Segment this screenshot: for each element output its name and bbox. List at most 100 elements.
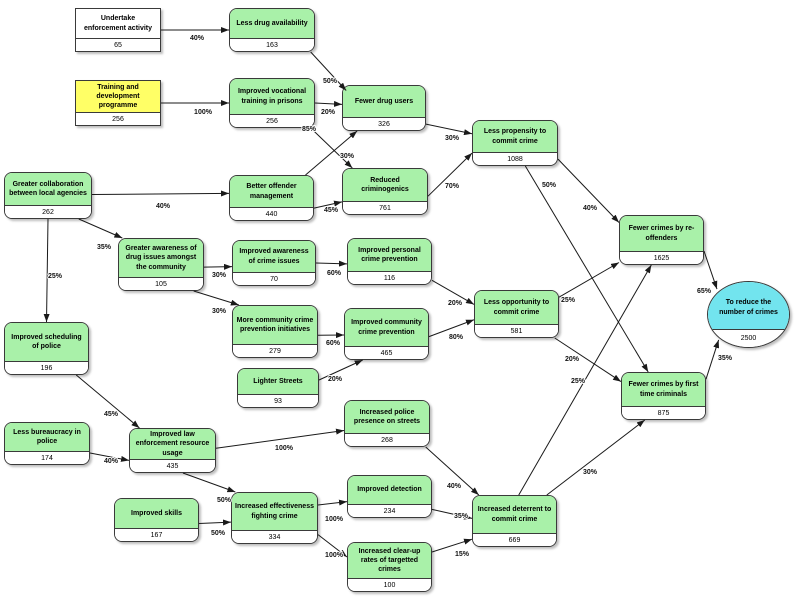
node-title: Improved skills — [115, 499, 198, 529]
node-title: Improved awareness of crime issues — [233, 241, 315, 273]
node-value: 256 — [230, 115, 314, 127]
node-title: Less drug availability — [230, 9, 314, 39]
node-value: 279 — [233, 345, 317, 357]
edge-personal-crime-prevention--less-opportunity — [431, 279, 475, 305]
node-value: 669 — [473, 534, 556, 546]
node-greater-collaboration[interactable]: Greater collaboration between local agen… — [4, 172, 92, 219]
edge-label: 50% — [217, 497, 232, 504]
node-title: Fewer drug users — [343, 86, 425, 118]
edge-label: 40% — [447, 483, 462, 490]
node-title: To reduce the number of crimes — [708, 282, 789, 330]
edge-greater-collaboration--improved-scheduling — [43, 218, 50, 323]
node-value: 116 — [348, 272, 431, 284]
node-value: 163 — [230, 39, 314, 51]
node-title: Improved scheduling of police — [5, 323, 88, 362]
node-clear-up-rates[interactable]: Increased clear-up rates of targetted cr… — [347, 542, 432, 592]
node-value: 435 — [130, 460, 215, 472]
edge-label: 30% — [583, 469, 598, 476]
edge-fewer-drug-users--less-propensity — [425, 123, 473, 136]
node-value: 167 — [115, 529, 198, 541]
edge-label: 20% — [565, 356, 580, 363]
edge-label: 100% — [194, 109, 213, 116]
edge-label: 65% — [697, 288, 712, 295]
edge-label: 50% — [542, 182, 557, 189]
edge-less-propensity--fewer-crimes-reoffenders — [557, 158, 620, 223]
node-title: Increased effectiveness fighting crime — [232, 493, 317, 531]
edge-label: 25% — [48, 273, 63, 280]
edge-law-enforcement-resource--police-presence — [215, 428, 345, 449]
node-community-initiatives[interactable]: More community crime prevention initiati… — [232, 305, 318, 358]
node-value: 581 — [475, 325, 558, 337]
node-value: 334 — [232, 531, 317, 543]
node-title: Fewer crimes by first time criminals — [622, 373, 705, 407]
edge-law-enforcement-resource--effectiveness-fighting-crime — [182, 472, 236, 493]
node-value: 93 — [238, 395, 318, 407]
node-awareness-drug-issues[interactable]: Greater awareness of drug issues amongst… — [118, 238, 204, 291]
node-title: Less bureaucracy in police — [5, 423, 89, 452]
node-value: 1088 — [473, 153, 557, 165]
edge-awareness-crime-issues--personal-crime-prevention — [315, 260, 348, 267]
edge-label: 20% — [328, 376, 343, 383]
edge-lighter-streets--community-crime-prevention — [318, 359, 363, 381]
edge-label: 35% — [97, 244, 112, 251]
edge-fewer-crimes-reoffenders--reduce-number-crimes — [703, 250, 718, 290]
edge-label: 15% — [455, 551, 470, 558]
edge-label: 25% — [561, 297, 576, 304]
node-title: Undertake enforcement activity — [76, 9, 160, 39]
edge-label: 40% — [583, 205, 598, 212]
edge-greater-collaboration--awareness-drug-issues — [78, 218, 123, 239]
edge-label: 80% — [449, 334, 464, 341]
edge-label: 35% — [718, 355, 733, 362]
edge-label: 100% — [275, 445, 294, 452]
edge-label: 50% — [323, 78, 338, 85]
edge-less-propensity--fewer-crimes-first-time — [524, 165, 649, 373]
edge-improved-skills--effectiveness-fighting-crime — [198, 519, 232, 526]
node-title: More community crime prevention initiati… — [233, 306, 317, 345]
node-value: 2500 — [708, 330, 789, 347]
node-value: 326 — [343, 118, 425, 130]
node-value: 174 — [5, 452, 89, 464]
edge-effectiveness-fighting-crime--improved-detection — [317, 499, 348, 506]
edge-reduced-criminogenics--less-propensity — [427, 152, 473, 197]
edge-label: 35% — [454, 513, 469, 520]
node-title: Increased clear-up rates of targetted cr… — [348, 543, 431, 579]
node-value: 234 — [348, 505, 431, 517]
edge-community-crime-prevention--less-opportunity — [428, 319, 475, 338]
edge-police-presence--increased-deterrent — [425, 446, 480, 496]
edge-less-bureaucracy--law-enforcement-resource — [89, 452, 130, 462]
edge-label: 30% — [445, 135, 460, 142]
node-value: 875 — [622, 407, 705, 419]
node-title: Greater awareness of drug issues amongst… — [119, 239, 203, 278]
edge-label: 100% — [325, 552, 344, 559]
node-title: Improved detection — [348, 476, 431, 505]
edge-vocational-training--reduced-criminogenics — [310, 127, 353, 169]
node-value: 105 — [119, 278, 203, 290]
edge-label: 40% — [104, 458, 119, 465]
edge-label: 100% — [325, 516, 344, 523]
